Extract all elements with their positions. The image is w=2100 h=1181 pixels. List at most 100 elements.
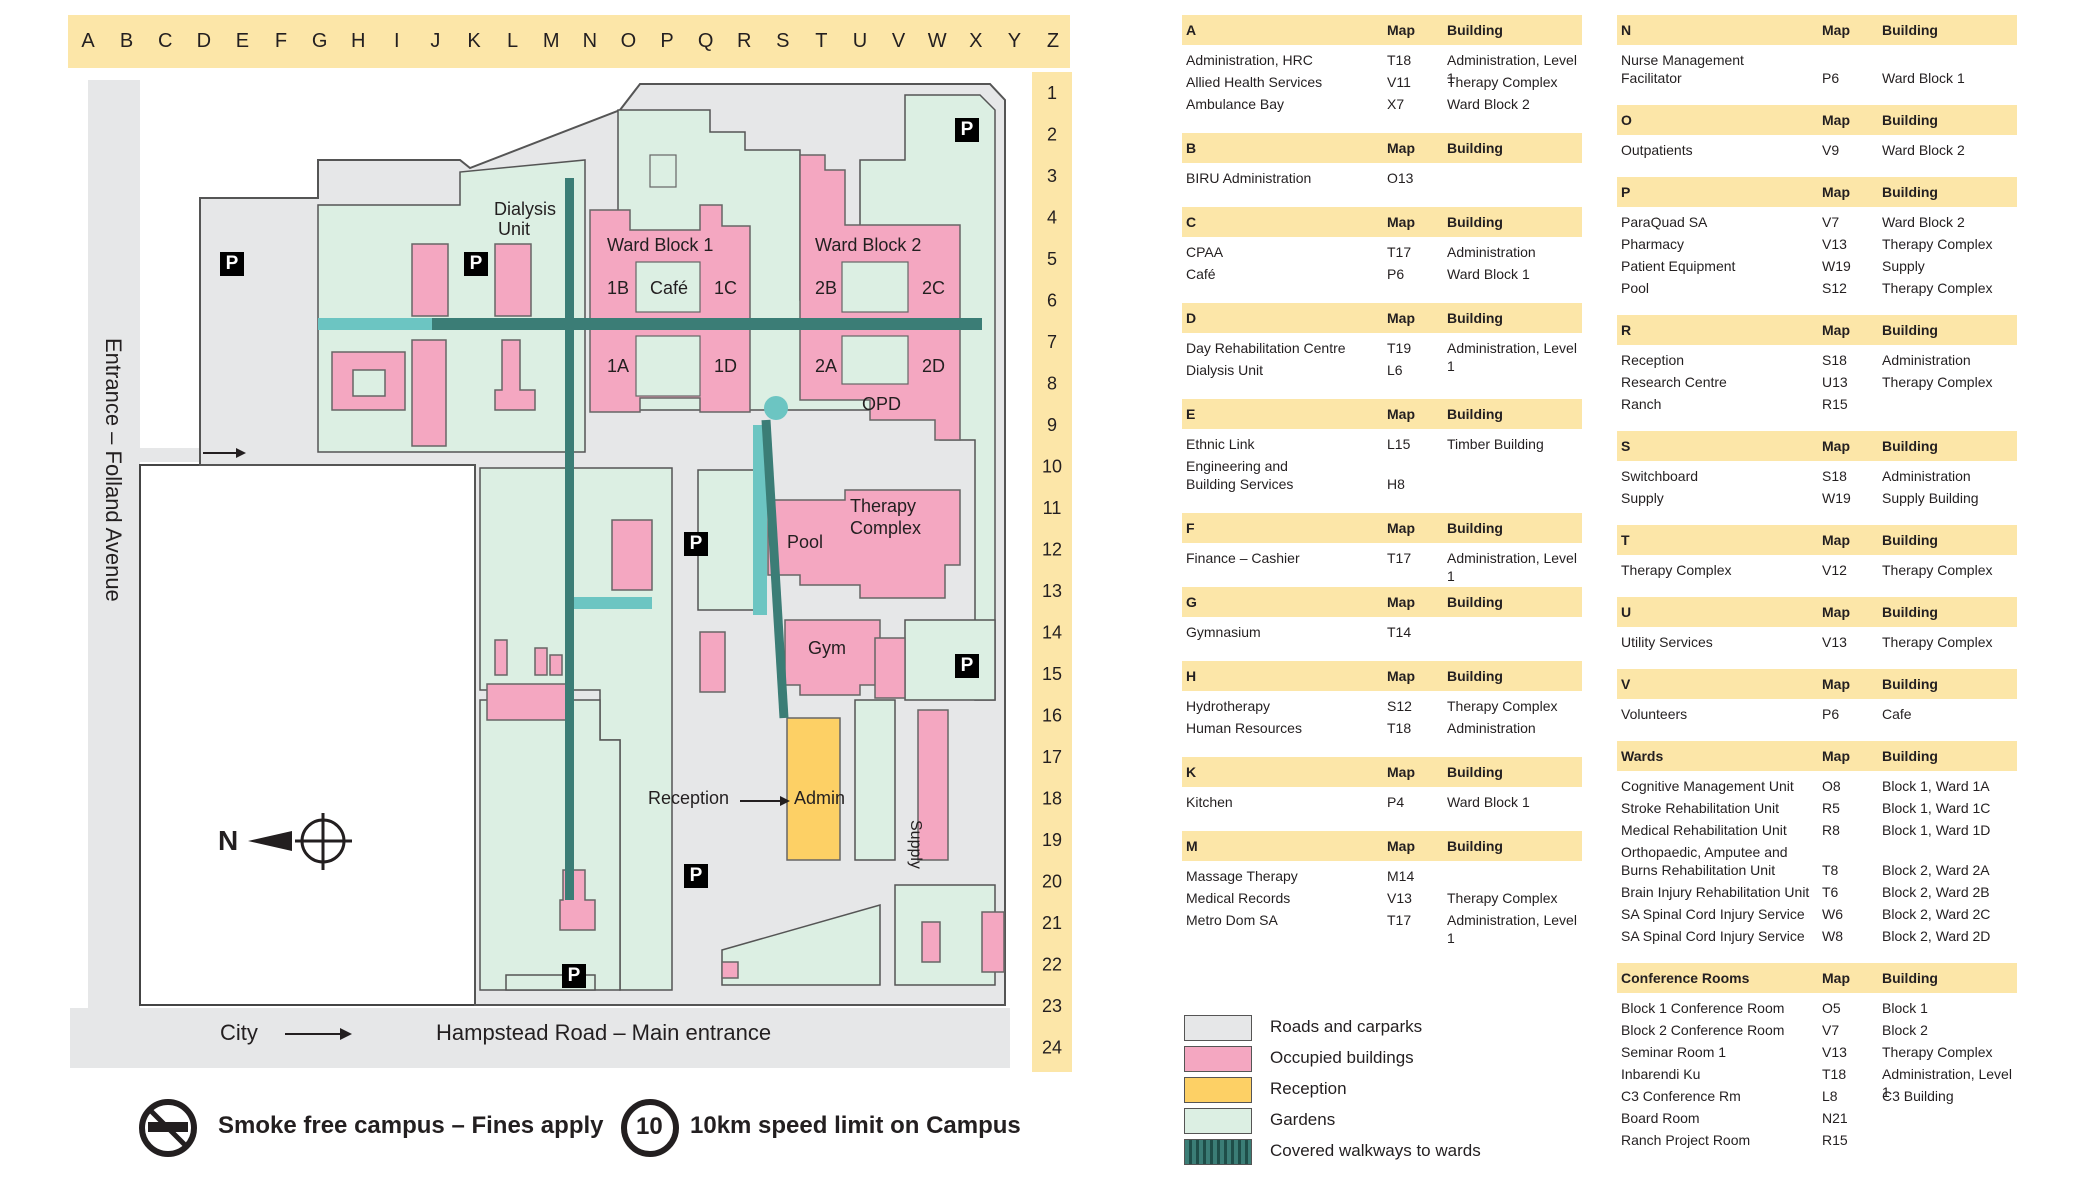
index-map-ref: T6 xyxy=(1822,884,1839,900)
index-place-name: Research Centre xyxy=(1621,374,1727,390)
index-header-map: Map xyxy=(1387,668,1415,684)
index-row: BIRU Administration O13 xyxy=(1182,169,1582,191)
column-letter: C xyxy=(158,30,172,52)
index-place-name: Ranch Project Room xyxy=(1621,1132,1751,1148)
index-building: Therapy Complex xyxy=(1882,634,1993,650)
index-place-name: Cognitive Management Unit xyxy=(1621,778,1794,794)
column-letter: I xyxy=(394,30,400,52)
index-header-letter: B xyxy=(1186,140,1197,156)
column-letter: M xyxy=(543,30,560,52)
courtyards xyxy=(635,154,909,397)
index-map-ref: H8 xyxy=(1387,476,1405,492)
index-map-ref: P4 xyxy=(1387,794,1405,810)
index-place-name: BIRU Administration xyxy=(1186,170,1312,186)
index-header-building: Building xyxy=(1882,438,1938,454)
legend-swatch xyxy=(1184,1108,1252,1134)
index-place-name: Administration, HRC xyxy=(1186,52,1313,68)
row-number: 9 xyxy=(1047,415,1057,435)
index-map-ref: T14 xyxy=(1387,624,1412,640)
index-header-letter: Conference Rooms xyxy=(1621,970,1750,986)
index-place-name: Dialysis Unit xyxy=(1186,362,1264,378)
index-building: Administration, Level 1 xyxy=(1447,340,1577,374)
index-place-name: Therapy Complex xyxy=(1621,562,1732,578)
legend-label: Roads and carparks xyxy=(1270,1017,1423,1036)
row-number: 10 xyxy=(1042,457,1062,477)
index-building: Administration, Level 1 xyxy=(1447,52,1577,86)
index-building: Ward Block 1 xyxy=(1882,70,1965,86)
row-number: 21 xyxy=(1042,913,1062,933)
folland-avenue xyxy=(88,80,140,1010)
index-header-letter: M xyxy=(1186,838,1198,854)
index-header-map: Map xyxy=(1387,22,1415,38)
index-building: Cafe xyxy=(1882,706,1912,722)
index-header-letter: H xyxy=(1186,668,1197,684)
index-header-map: Map xyxy=(1822,604,1850,620)
index-place-name: Inbarendi Ku xyxy=(1621,1066,1701,1082)
index-header-building: Building xyxy=(1447,764,1503,780)
row-number: 13 xyxy=(1042,581,1062,601)
legend-label: Reception xyxy=(1270,1079,1347,1098)
column-letter: Y xyxy=(1008,30,1021,52)
column-letter: J xyxy=(430,30,440,52)
column-letter: H xyxy=(351,30,365,52)
index-place-name: Switchboard xyxy=(1621,468,1699,484)
label-entrance: Entrance – Folland Avenue xyxy=(101,338,126,602)
row-number: 5 xyxy=(1047,249,1057,269)
index-building: Therapy Complex xyxy=(1882,236,1993,252)
index-map-ref: T18 xyxy=(1822,1066,1847,1082)
index-place-name: Board Room xyxy=(1621,1110,1700,1126)
index-place-name: C3 Conference Rm xyxy=(1621,1088,1741,1104)
index-map-ref: N21 xyxy=(1822,1110,1848,1126)
index-place-name: Outpatients xyxy=(1621,142,1693,158)
index-place-name: Kitchen xyxy=(1186,794,1233,810)
index-map-ref: O13 xyxy=(1387,170,1414,186)
smoke-free-note: Smoke free campus – Fines apply xyxy=(218,1112,604,1139)
legend-label: Occupied buildings xyxy=(1270,1048,1414,1067)
index-place-name: Human Resources xyxy=(1186,720,1302,736)
index-header-map: Map xyxy=(1387,310,1415,326)
label-city: City xyxy=(220,1020,258,1045)
index-header-building: Building xyxy=(1447,214,1503,230)
label-hampstead: Hampstead Road – Main entrance xyxy=(436,1020,772,1045)
walkway-link xyxy=(753,425,767,615)
index-place-name: ParaQuad SA xyxy=(1621,214,1708,230)
garden-sw xyxy=(479,699,621,991)
courtyard-cafe xyxy=(635,261,701,313)
column-letter: K xyxy=(467,30,481,52)
index-map-ref: W6 xyxy=(1822,906,1843,922)
label-2b: 2B xyxy=(815,278,838,298)
column-letter: X xyxy=(969,30,982,52)
parking-icon: P xyxy=(464,252,488,276)
index-building: Block 2, Ward 2C xyxy=(1882,906,1991,922)
column-letter: S xyxy=(776,30,789,52)
admin-building xyxy=(786,717,841,861)
courtyard-small xyxy=(649,154,677,188)
legend-label: Covered walkways to wards xyxy=(1270,1141,1481,1160)
row-number: 20 xyxy=(1042,872,1062,892)
row-number: 24 xyxy=(1042,1038,1062,1058)
garden-e xyxy=(904,619,996,701)
index-place-name: SA Spinal Cord Injury Service xyxy=(1621,928,1805,944)
index-header-map: Map xyxy=(1387,838,1415,854)
label-pool: Pool xyxy=(787,532,824,552)
